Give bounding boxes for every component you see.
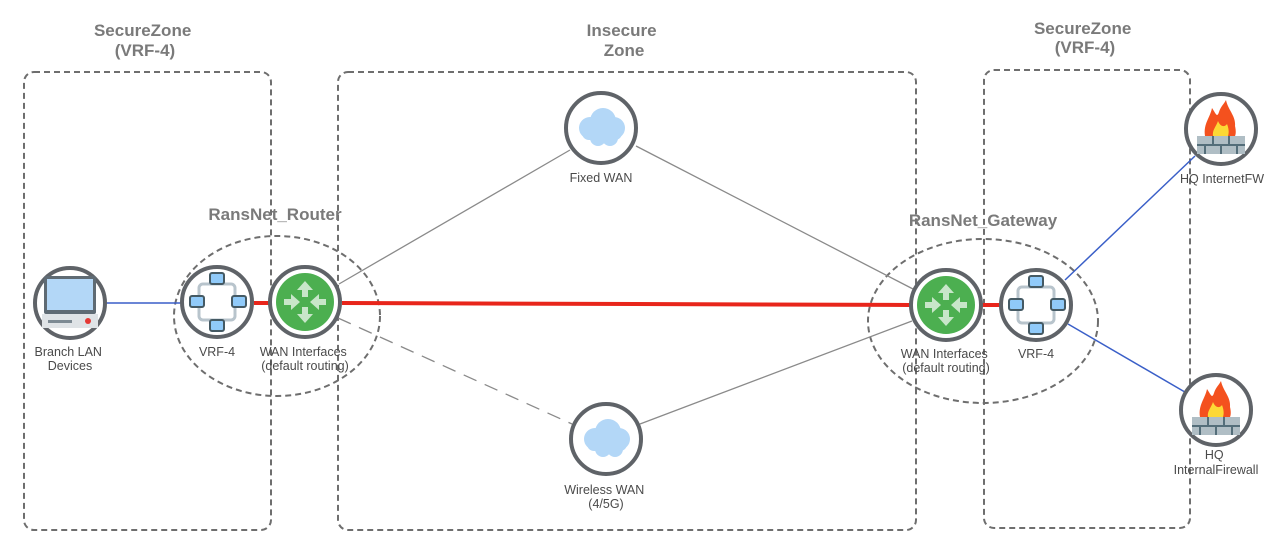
node-gateway-vrf[interactable]: VRF-4 [999,268,1073,361]
label-line: InternalFirewall [1174,463,1259,477]
zone-right-box [983,69,1191,529]
node-router-vrf-label: VRF-4 [199,345,235,359]
node-router-vrf[interactable]: VRF-4 [180,265,254,359]
link-wireless-wan-to-gateway-wan[interactable] [639,320,913,425]
gateway-group-title: RansNet_Gateway [909,211,1058,230]
zone-left-title-line1: SecureZone [94,21,191,40]
zone-right-title-line2: (VRF-4) [1055,38,1115,57]
node-hq-internal-fw-label: HQ InternalFirewall [1174,448,1259,477]
node-branch-lan-label: Branch LAN Devices [35,345,106,373]
router-icon [276,273,334,331]
zone-middle-title-line2: Zone [604,41,645,60]
label-line: Wireless WAN [564,483,644,497]
label-line: HQ [1205,448,1224,462]
label-line: WAN Interfaces [901,347,988,361]
zone-middle-title: Insecure Zone [587,21,662,60]
link-fixed-wan-to-gateway-wan[interactable] [635,145,914,290]
label-line: VRF-4 [1018,347,1054,361]
label-line: Branch LAN [35,345,102,359]
cloud-icon [579,108,625,146]
node-wireless-wan-label: Wireless WAN (4/5G) [564,483,648,511]
node-hq-internet-fw[interactable]: HQ InternetFW [1180,92,1264,186]
router-group-title: RansNet_Router [208,205,342,224]
gateway-group-ellipse [867,238,1099,404]
link-gateway-vrf-to-hq-internet-fw[interactable] [1064,155,1196,281]
node-branch-lan[interactable]: Branch LAN Devices [33,266,107,373]
zone-middle-title-line1: Insecure [587,21,657,40]
label-line: VRF-4 [199,345,235,359]
cloud-icon [584,419,630,457]
label-line: (default routing) [902,361,990,375]
link-router-wan-to-wireless-wan[interactable] [337,317,573,425]
label-line: WAN Interfaces [260,345,347,359]
node-hq-internet-fw-label: HQ InternetFW [1180,172,1264,186]
label-line: (default routing) [261,359,349,373]
router-group-ellipse [173,235,381,397]
label-line: Fixed WAN [570,171,633,185]
zone-left-title: SecureZone (VRF-4) [94,21,196,60]
firewall-icon [1192,381,1240,435]
router-icon [917,276,975,334]
label-line: HQ InternetFW [1180,172,1264,186]
label-line: Devices [48,359,92,373]
zone-left-title-line2: (VRF-4) [115,41,175,60]
zone-right-title-line1: SecureZone [1034,19,1131,38]
link-router-wan-to-fixed-wan[interactable] [338,149,571,285]
node-fixed-wan-label: Fixed WAN [570,171,633,185]
link-gateway-vrf-to-hq-internal-fw[interactable] [1067,323,1191,396]
node-gateway-wan[interactable]: WAN Interfaces (default routing) [901,268,992,375]
switch-icon [1008,275,1066,335]
node-hq-internal-fw[interactable]: HQ InternalFirewall [1174,373,1259,477]
switch-icon [189,272,247,332]
links [105,145,1196,425]
computer-icon [42,276,98,328]
node-router-wan[interactable]: WAN Interfaces (default routing) [260,265,351,373]
zone-right-title: SecureZone (VRF-4) [1034,19,1136,57]
label-line: (4/5G) [588,497,623,511]
node-gateway-vrf-label: VRF-4 [1018,347,1054,361]
link-router-wan-to-gateway-wan-primary[interactable] [341,301,911,307]
node-fixed-wan[interactable]: Fixed WAN [564,91,638,185]
node-wireless-wan[interactable]: Wireless WAN (4/5G) [564,402,648,511]
firewall-icon [1197,100,1245,154]
node-router-wan-label: WAN Interfaces (default routing) [260,345,351,373]
node-gateway-wan-label: WAN Interfaces (default routing) [901,347,992,375]
